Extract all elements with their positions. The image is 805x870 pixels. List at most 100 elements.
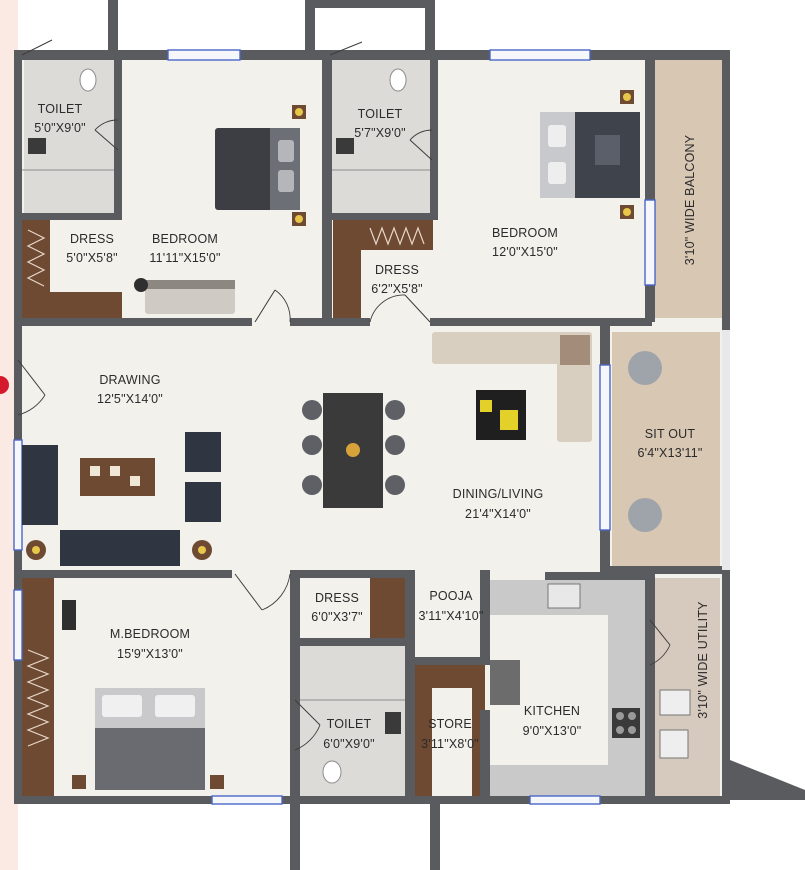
wall-stub-bottom-1 [290,800,300,870]
window-sit-out [599,364,611,531]
door-top-left [21,39,53,56]
bedroom-1-dim: 11'11"X15'0" [149,251,220,265]
kitchen-counter-bottom [490,765,645,800]
wall-drawing-bottom [22,570,232,578]
door-bed2 [369,294,431,323]
toilet-3-fixtures [300,699,405,784]
wall-pooja-bottom [415,657,490,665]
kitchen-dim: 9'0"X13'0" [523,724,582,738]
utility-wall-corner [730,760,805,800]
dress-3-dim: 6'0"X3'7" [311,610,363,624]
wall-stub-2 [305,0,315,55]
dress-1-dim: 5'0"X5'8" [66,251,118,265]
toilet-1-floor [24,60,114,215]
sit-out-chairs [628,351,662,532]
wall-left [14,50,22,802]
drawing-dim: 12'5"X14'0" [97,392,163,406]
drawing-name: DRAWING [99,373,160,387]
wall-toilet-2-right [430,55,438,220]
wardrobe-hangers-3 [26,649,50,747]
dining-living-name: DINING/LIVING [453,487,544,501]
sofa-living [432,332,592,442]
wall-bed1-bed2 [322,55,332,325]
wall-stub-3 [425,0,435,55]
sit-out-name: SIT OUT [645,427,696,441]
wall-toilet-1-bottom [22,213,122,220]
wall-toilet-1-right [114,55,122,220]
window-bed1 [167,49,241,61]
wall-dress-3-top [290,570,410,578]
bedroom-2-dim: 12'0"X15'0" [492,245,558,259]
wall-bed1-bottom-2 [290,318,370,326]
wall-utility [645,572,655,800]
toilet-3-name: TOILET [327,717,372,731]
sit-out-rail [722,330,730,570]
wall-toilet-3-right [405,570,415,800]
wall-stub-bottom-2 [430,800,440,870]
balcony-floor [655,60,723,318]
wall-store-right [480,710,490,800]
toilet-2-name: TOILET [358,107,403,121]
door-main [17,359,46,416]
bedroom-1-name: BEDROOM [152,232,218,246]
door-top-toilet-2 [329,41,363,56]
wall-pooja-right [480,570,490,665]
dining-living-dim: 21'4"X14'0" [465,507,531,521]
window-bed2 [489,49,591,61]
dining-table [302,393,405,508]
bed-1 [215,105,306,226]
wall-stub-top [305,0,435,8]
balcony-label: 3'10" WIDE BALCONY [683,134,697,265]
door-bed1 [254,289,291,323]
store-dim: 3'11"X8'0" [421,737,479,751]
dress-1-name: DRESS [70,232,114,246]
wall-bed2-bottom [430,318,652,326]
toilet-2-fixtures [332,68,430,171]
pooja-dim: 3'11"X4'10" [419,609,484,623]
wall-bed1-bottom [22,318,252,326]
door-mbedroom [234,573,291,611]
window-kitchen [529,795,601,805]
toilet-2-floor [330,60,430,215]
wall-balcony [645,50,655,322]
wall-sit-out-bottom [600,566,730,574]
mbedroom-wardrobe [22,578,54,798]
sofa-bed1 [134,278,235,314]
pooja-name: POOJA [429,589,473,603]
mbedroom-dim: 15'9"X13'0" [117,647,183,661]
store-name: STORE [428,717,472,731]
bed-2 [540,90,640,219]
window-balcony [644,199,656,286]
entry-marker [0,376,9,394]
bedroom-2-name: BEDROOM [492,226,558,240]
wall-toilet-3-top [290,638,408,646]
wall-bottom [14,796,730,804]
wall-top [14,50,729,60]
dress-2-wardrobe-top [333,220,433,250]
toilet-2-dim: 5'7"X9'0" [354,126,406,140]
toilet-1-name: TOILET [38,102,83,116]
utility-floor [655,578,720,800]
sit-out-dim: 6'4"X13'11" [638,446,703,460]
sofa-drawing [22,432,221,566]
wardrobe-hangers-1 [26,229,46,287]
kitchen-appliances [490,583,691,759]
dress-2-dim: 6'2"X5'8" [371,282,423,296]
wall-stub-1 [108,0,118,55]
dress-2-name: DRESS [375,263,419,277]
store-inner [432,688,472,798]
mbedroom-name: M.BEDROOM [110,627,190,641]
utility-label: 3'10" WIDE UTILITY [696,601,710,719]
door-utility [649,619,671,666]
kitchen-name: KITCHEN [524,704,580,718]
dress-1-wardrobe-bottom [22,292,122,320]
door-toilet-3 [294,699,321,751]
master-bed [62,600,224,790]
wall-toilet-2-bottom [330,213,438,220]
window-mbedroom [211,795,283,805]
toilet-3-dim: 6'0"X9'0" [323,737,375,751]
door-toilet-1 [94,119,119,151]
wall-kitchen-top [545,572,645,580]
door-toilet-2 [409,129,433,161]
